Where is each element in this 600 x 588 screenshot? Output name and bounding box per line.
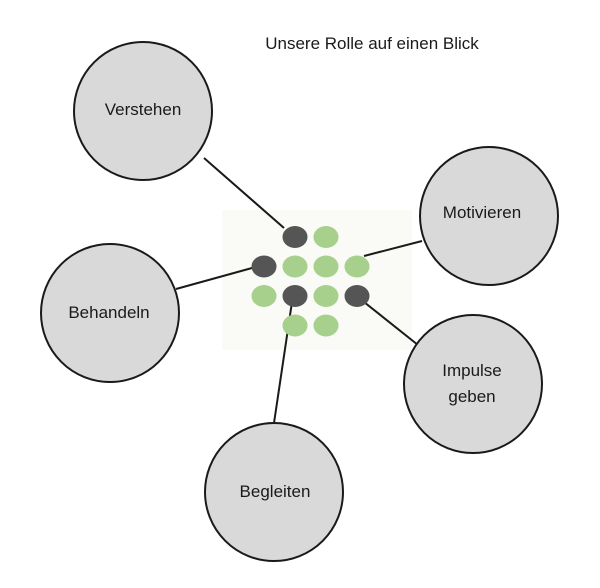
dot-green (313, 255, 339, 278)
node-circle (40, 243, 180, 383)
link-motivieren (363, 240, 423, 257)
node-verstehen: Verstehen (73, 41, 213, 181)
node-behandeln: Behandeln (40, 243, 180, 383)
node-circle (403, 314, 543, 454)
node-label-line-1: Impulse (442, 361, 502, 380)
node-label: Behandeln (68, 303, 149, 322)
dot-green (251, 285, 277, 307)
dot-green (313, 226, 339, 248)
node-circle (204, 422, 344, 562)
link-impulse (363, 301, 419, 346)
dot-green (344, 255, 370, 278)
link-verstehen (203, 157, 285, 229)
node-circle (419, 146, 559, 286)
dot-dark (344, 285, 370, 307)
link-behandeln (175, 267, 253, 290)
dot-green (313, 285, 339, 307)
dot-dark (282, 226, 308, 248)
dot-dark (282, 285, 308, 307)
node-label: Verstehen (105, 100, 182, 119)
dot-dark (251, 255, 277, 278)
dot-green (282, 255, 308, 278)
dot-green (313, 314, 339, 337)
dot-grid (251, 226, 370, 337)
diagram-title: Unsere Rolle auf einen Blick (265, 34, 479, 53)
node-impulse: Impulse geben (403, 314, 543, 454)
node-label-line-2: geben (448, 387, 495, 406)
dot-green (282, 314, 308, 337)
node-label: Motivieren (443, 203, 521, 222)
node-begleiten: Begleiten (204, 422, 344, 562)
node-label: Begleiten (240, 482, 311, 501)
node-circle (73, 41, 213, 181)
node-motivieren: Motivieren (419, 146, 559, 286)
